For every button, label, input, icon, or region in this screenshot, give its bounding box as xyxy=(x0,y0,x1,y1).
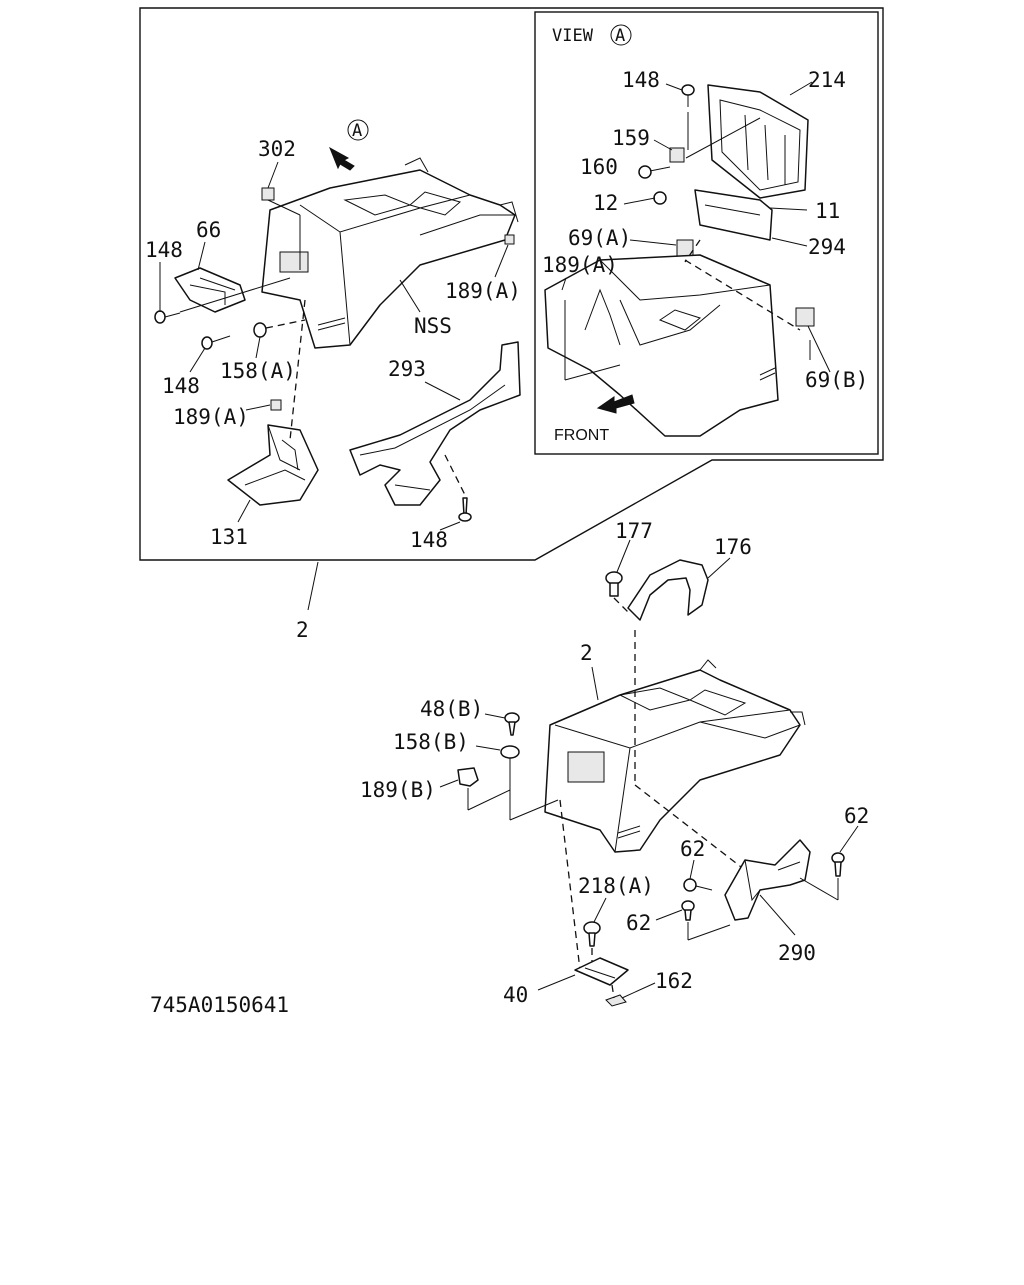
label-218a: 218(A) xyxy=(578,874,654,898)
view-a-frame xyxy=(534,11,879,455)
screw-148-mid xyxy=(201,335,231,350)
bolt-177 xyxy=(605,571,623,597)
nut-189b xyxy=(457,767,479,787)
detail-frame xyxy=(139,7,884,561)
clip-69b xyxy=(795,307,815,327)
washer-158b xyxy=(500,745,520,759)
label-290: 290 xyxy=(778,941,816,965)
label-40: 40 xyxy=(503,983,528,1007)
label-162: 162 xyxy=(655,969,693,993)
main-marker: A xyxy=(352,121,362,141)
label-nss: NSS xyxy=(414,314,452,338)
label-view-148: 148 xyxy=(622,68,660,92)
label-69a: 69(A) xyxy=(568,226,631,250)
label-66: 66 xyxy=(196,218,221,242)
label-2-callout: 2 xyxy=(296,618,309,642)
label-158b: 158(B) xyxy=(393,730,469,754)
label-176: 176 xyxy=(714,535,752,559)
label-148-b: 148 xyxy=(162,374,200,398)
part-66 xyxy=(174,267,246,313)
label-131: 131 xyxy=(210,525,248,549)
bolt-62-right xyxy=(831,852,845,877)
screw-148-left xyxy=(154,310,181,324)
washer-158a xyxy=(253,322,267,338)
screw-160 xyxy=(638,165,671,179)
bolt-62-mid xyxy=(683,878,713,892)
bolt-62-left xyxy=(681,900,695,921)
part-214 xyxy=(707,84,809,199)
view-a-arrow xyxy=(329,146,355,171)
label-2: 2 xyxy=(580,641,593,665)
drawing-number: 745A0150641 xyxy=(150,993,289,1017)
label-160: 160 xyxy=(580,155,618,179)
label-48b: 48(B) xyxy=(420,697,483,721)
part-159 xyxy=(669,147,685,163)
part-131 xyxy=(227,424,319,506)
front-label: FRONT xyxy=(554,427,609,444)
label-189a-right: 189(A) xyxy=(445,279,521,303)
screw-148-lower xyxy=(458,497,472,522)
screw-48b xyxy=(504,712,520,736)
part-162 xyxy=(605,994,627,1007)
label-189a-left: 189(A) xyxy=(173,405,249,429)
label-12: 12 xyxy=(593,191,618,215)
label-158a: 158(A) xyxy=(220,359,296,383)
label-294: 294 xyxy=(808,235,846,259)
part-40 xyxy=(574,957,629,986)
label-214: 214 xyxy=(808,68,846,92)
part-302 xyxy=(261,187,275,201)
label-302: 302 xyxy=(258,137,296,161)
leaders xyxy=(159,81,859,999)
part-293 xyxy=(349,341,521,506)
part-290 xyxy=(724,839,811,921)
clip-189a-right xyxy=(504,234,515,245)
label-62-right: 62 xyxy=(844,804,869,828)
view-a-title: VIEW xyxy=(552,26,594,46)
label-148-a: 148 xyxy=(145,238,183,262)
console-view-a xyxy=(544,254,779,437)
part-294 xyxy=(694,189,773,241)
clip-189a-lower xyxy=(270,399,282,411)
screw-12 xyxy=(653,191,667,205)
label-177: 177 xyxy=(615,519,653,543)
view-a-marker: A xyxy=(615,26,625,46)
part-176 xyxy=(627,559,709,621)
label-69b: 69(B) xyxy=(805,368,868,392)
label-view-189a: 189(A) xyxy=(542,253,618,277)
label-62-left: 62 xyxy=(626,911,651,935)
label-148-c: 148 xyxy=(410,528,448,552)
screw-148-view xyxy=(681,84,695,107)
label-293: 293 xyxy=(388,357,426,381)
bolt-218a xyxy=(583,921,601,947)
label-62-mid: 62 xyxy=(680,837,705,861)
label-189b: 189(B) xyxy=(360,778,436,802)
label-159: 159 xyxy=(612,126,650,150)
console-main xyxy=(544,659,806,853)
label-11: 11 xyxy=(815,199,840,223)
front-arrow xyxy=(596,394,635,414)
view-a-marker-circle xyxy=(610,24,632,46)
